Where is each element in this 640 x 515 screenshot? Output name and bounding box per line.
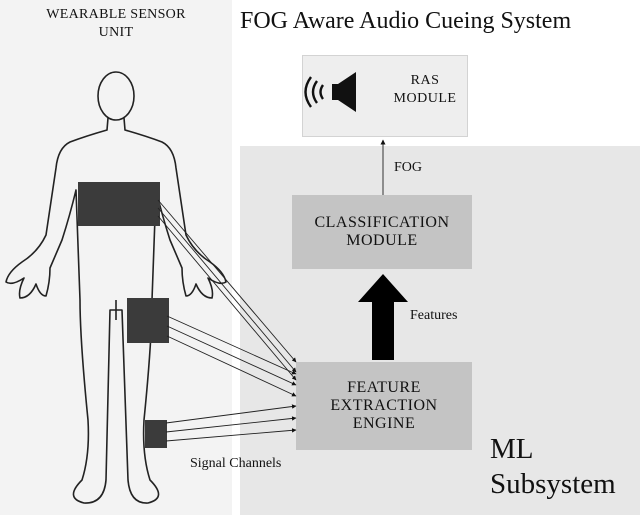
signal-arrow xyxy=(157,207,297,373)
classification-module-line1: CLASSIFICATION xyxy=(314,214,450,232)
signal-channel-arrows xyxy=(157,199,297,442)
feature-extraction-line2: EXTRACTION xyxy=(330,397,438,415)
thigh-sensor-band xyxy=(127,298,169,343)
signal-arrow xyxy=(157,199,297,363)
feature-extraction-engine-box: FEATURE EXTRACTION ENGINE xyxy=(296,362,472,450)
ml-subsystem-line2: Subsystem xyxy=(490,467,616,500)
signal-arrow xyxy=(166,335,297,397)
diagram-title: FOG Aware Audio Cueing System xyxy=(240,8,572,34)
features-label: Features xyxy=(410,308,458,323)
ankle-sensor-band xyxy=(145,420,167,448)
classification-module-line2: MODULE xyxy=(346,232,418,249)
signal-arrow xyxy=(157,215,297,381)
ras-module-label-line2: MODULE xyxy=(393,90,457,106)
sensor-unit-label-line1: WEARABLE SENSOR xyxy=(46,7,186,22)
signal-arrow xyxy=(166,325,297,386)
ras-module-label: RAS MODULE xyxy=(380,72,470,107)
signal-arrow xyxy=(166,315,297,375)
features-block-arrow xyxy=(358,274,408,360)
waist-sensor-band xyxy=(78,182,160,226)
sensor-unit-label: WEARABLE SENSOR UNIT xyxy=(0,6,232,42)
speaker-icon xyxy=(304,72,356,112)
sensor-unit-label-line2: UNIT xyxy=(98,25,134,41)
classification-module-box: CLASSIFICATION MODULE xyxy=(292,195,472,269)
ras-module-box xyxy=(302,55,468,137)
feature-extraction-line1: FEATURE xyxy=(347,379,421,397)
signal-channels-label: Signal Channels xyxy=(190,456,282,471)
ml-subsystem-line1: ML xyxy=(490,433,534,465)
signal-arrow xyxy=(165,428,297,442)
ml-subsystem-label: ML Subsystem xyxy=(490,432,616,502)
ras-module-label-line1: RAS xyxy=(410,73,440,88)
fog-label: FOG xyxy=(394,160,423,175)
signal-arrow xyxy=(165,416,297,433)
signal-arrow xyxy=(165,404,297,424)
feature-extraction-line3: ENGINE xyxy=(352,414,416,432)
